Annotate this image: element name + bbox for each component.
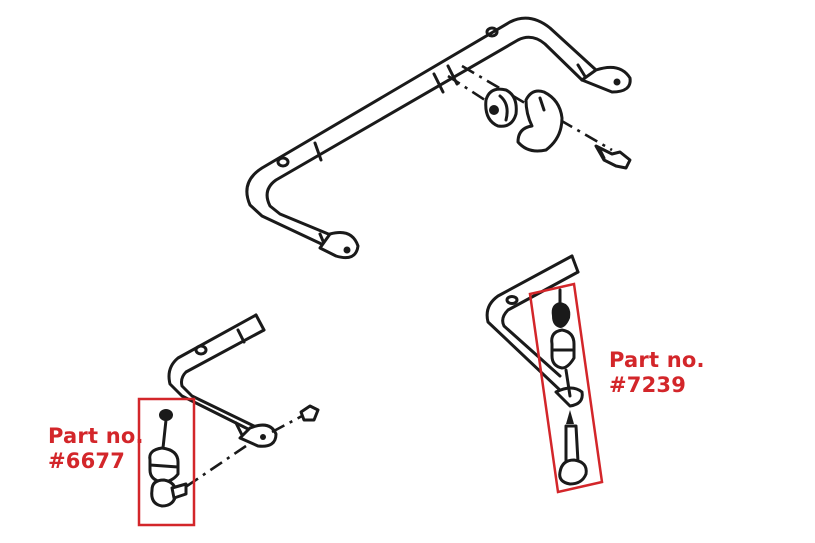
- highlight-box-6677: [137, 397, 196, 527]
- callout-7239-part-number: #7239: [609, 373, 687, 397]
- end-link-7239: [550, 288, 588, 486]
- callout-6677-line1: Part no.: [48, 424, 144, 448]
- end-link-6677: [148, 409, 188, 508]
- link-nut: [299, 404, 320, 422]
- main-sway-bar: [245, 16, 632, 260]
- bracket-bolt: [594, 144, 632, 170]
- bushing: [484, 87, 518, 128]
- highlight-box-7239: [528, 282, 604, 494]
- callout-label-6677: Part no. #6677: [48, 424, 144, 474]
- bushing-bracket: [516, 89, 564, 153]
- callout-label-7239: Part no. #7239: [609, 348, 705, 398]
- left-bar-end: [167, 313, 278, 448]
- callout-7239-line1: Part no.: [609, 348, 705, 372]
- callout-6677-part-number: #6677: [48, 449, 126, 473]
